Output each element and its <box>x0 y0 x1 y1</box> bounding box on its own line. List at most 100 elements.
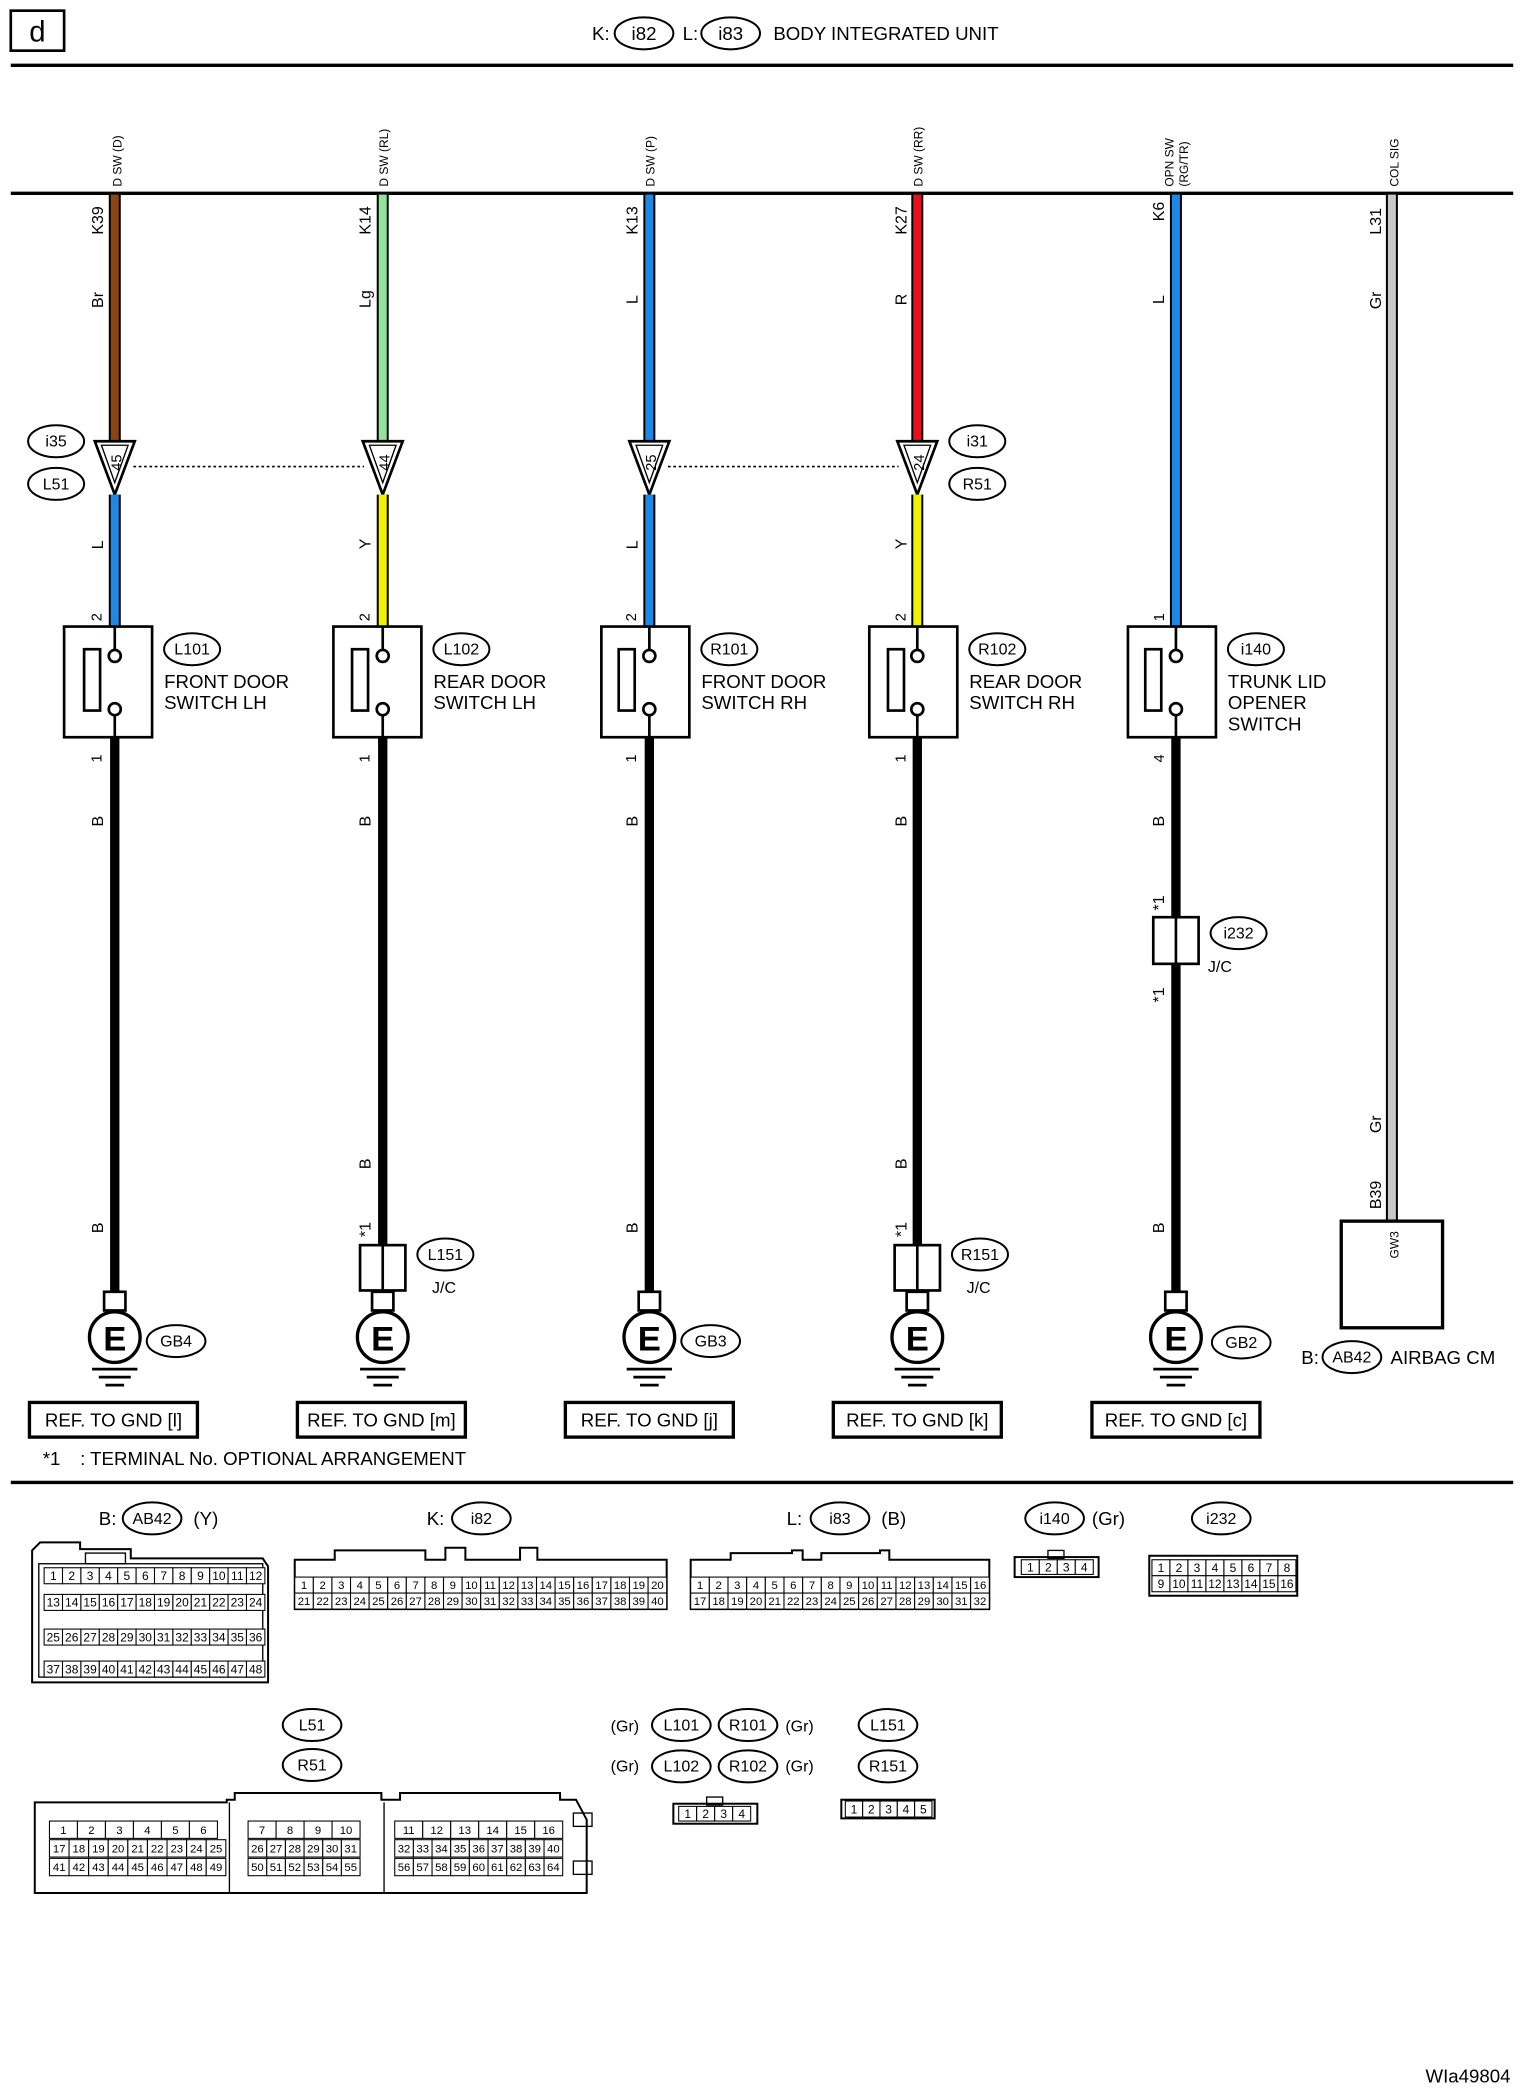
ab42-pin-number: 31 <box>157 1630 171 1644</box>
i82-pin-number: 38 <box>614 1596 627 1608</box>
l51-a-pin-number: 42 <box>73 1862 86 1874</box>
i140-pin-number: 3 <box>1063 1560 1070 1574</box>
i83-pin-number: 1 <box>697 1580 703 1592</box>
switch-connector-2: L102 <box>444 642 480 659</box>
inline-connector-i35: i35 <box>45 434 66 451</box>
l51-c-pin-number: 40 <box>547 1843 560 1855</box>
inline-pin-1: 45 <box>109 454 125 470</box>
l51-c-pin-number: 12 <box>430 1825 443 1837</box>
unit-k-connector: i82 <box>632 23 657 44</box>
black-label-1b: B <box>90 1222 107 1233</box>
i83-pin-number: 32 <box>974 1596 987 1608</box>
switch-connector-5: i140 <box>1241 642 1271 659</box>
i82-pin-number: 29 <box>447 1596 460 1608</box>
jc-label-2: J/C <box>967 1280 991 1297</box>
unit-l-connector-oval <box>700 16 762 51</box>
i83-pin-number: 11 <box>881 1580 893 1592</box>
ab42-pin-number: 19 <box>157 1596 171 1610</box>
i140-pin-number: 4 <box>1081 1560 1088 1574</box>
i232-pin-number: 14 <box>1244 1577 1258 1591</box>
ab42-pin-number: 23 <box>231 1596 245 1610</box>
switch-box-1 <box>62 625 154 739</box>
switch-connector-oval-4 <box>968 632 1027 667</box>
view-r101-oval <box>717 1708 779 1743</box>
i82-pin-number: 5 <box>375 1580 381 1592</box>
l151-pin-number: 4 <box>903 1802 910 1816</box>
l51-b-pin-number: 26 <box>251 1843 264 1855</box>
l51-c-pin-number: 34 <box>435 1843 448 1855</box>
view-i83-oval <box>809 1501 871 1536</box>
switch-connector-1: L101 <box>174 642 210 659</box>
i232-pin-number: 8 <box>1284 1561 1291 1575</box>
l51-a-pin-number: 3 <box>116 1825 122 1837</box>
terminal-label-2: K14 <box>358 206 375 235</box>
inline-triangle-4 <box>895 439 940 499</box>
black-label-2b: B <box>358 1158 375 1169</box>
signal-label-3: D SW (P) <box>644 136 658 187</box>
inline-triangle-2 <box>360 439 405 499</box>
view-r51-id: R51 <box>297 1757 326 1774</box>
i83-pin-number: 31 <box>955 1596 968 1608</box>
inline-connector-oval-r51 <box>948 466 1007 501</box>
view-r102-id: R102 <box>729 1759 767 1776</box>
l51-a-pin-number: 49 <box>210 1862 223 1874</box>
ground-id-1: GB4 <box>160 1333 192 1350</box>
unit-k-prefix: K: <box>592 23 610 44</box>
i232-pin-number: 11 <box>1191 1577 1204 1591</box>
switch-pin-number: 2 <box>702 1807 709 1821</box>
l51-c-pin-number: 57 <box>416 1862 429 1874</box>
i83-pin-number: 12 <box>899 1580 912 1592</box>
l51-c-pin-number: 63 <box>528 1862 541 1874</box>
view-r51-oval <box>281 1748 343 1783</box>
black-label-3b: B <box>624 1222 641 1233</box>
i82-pin-number: 40 <box>651 1596 664 1608</box>
i82-pin-number: 37 <box>595 1596 608 1608</box>
l51-b-pin-number: 50 <box>251 1862 264 1874</box>
ground-id-3: GB3 <box>695 1333 727 1350</box>
i232-pin-number: 1 <box>1158 1561 1165 1575</box>
switch-pin-top-3: 2 <box>624 613 640 621</box>
color-label-6: Gr <box>1368 291 1385 309</box>
switch-pin-bottom-4: 1 <box>893 754 909 762</box>
signal-label-4: D SW (RR) <box>912 127 926 187</box>
lower-color-label-3: L <box>624 540 641 549</box>
i83-pin-number: 4 <box>753 1580 759 1592</box>
view-i83-id: i83 <box>829 1511 850 1528</box>
view-l151-oval <box>857 1708 919 1743</box>
ref-text-4: REF. TO GND [k] <box>846 1409 988 1430</box>
ground-id-oval-3 <box>680 1324 742 1359</box>
page-label-box <box>9 9 66 52</box>
l51-c-pin-cell <box>534 1820 564 1839</box>
l51-a-pin-number: 18 <box>73 1843 86 1855</box>
jc-label-1: J/C <box>432 1280 456 1297</box>
l51-a-pin-number: 5 <box>172 1825 178 1837</box>
i140-pin-cell <box>1074 1559 1094 1575</box>
diagram-code: WIa49804 <box>1426 2065 1511 2086</box>
l51-c-pin-number: 60 <box>472 1862 485 1874</box>
switch-pin-top-4: 2 <box>893 613 909 621</box>
ab42-pin-number: 8 <box>179 1569 186 1583</box>
l51-b-pin-number: 51 <box>270 1862 283 1874</box>
ab42-pin-number: 16 <box>102 1596 116 1610</box>
i83-pin-number: 6 <box>790 1580 796 1592</box>
jc-connector-3: i232 <box>1223 926 1253 943</box>
i83-pin-number: 22 <box>787 1596 800 1608</box>
switch-box-5 <box>1126 625 1218 739</box>
i83-pin-number: 14 <box>936 1580 949 1592</box>
i232-pin-number: 12 <box>1208 1577 1222 1591</box>
ab42-pin-number: 42 <box>139 1662 153 1676</box>
i83-pin-number: 7 <box>809 1580 815 1592</box>
l51-a-pin-number: 19 <box>92 1843 105 1855</box>
switch-name-4a: REAR DOOR <box>969 671 1082 692</box>
i82-pin-number: 36 <box>577 1596 590 1608</box>
airbag-lower-color: Gr <box>1368 1115 1385 1133</box>
l51-b-pin-number: 10 <box>340 1825 353 1837</box>
i232-pin-number: 6 <box>1248 1561 1255 1575</box>
l51-c-pin-number: 13 <box>458 1825 471 1837</box>
l51-a-pin-number: 17 <box>53 1843 66 1855</box>
ab42-pin-number: 4 <box>105 1569 112 1583</box>
ab42-pin-number: 27 <box>83 1630 97 1644</box>
unit-l-connector: i83 <box>718 23 743 44</box>
l51-b-pin-number: 30 <box>326 1843 339 1855</box>
